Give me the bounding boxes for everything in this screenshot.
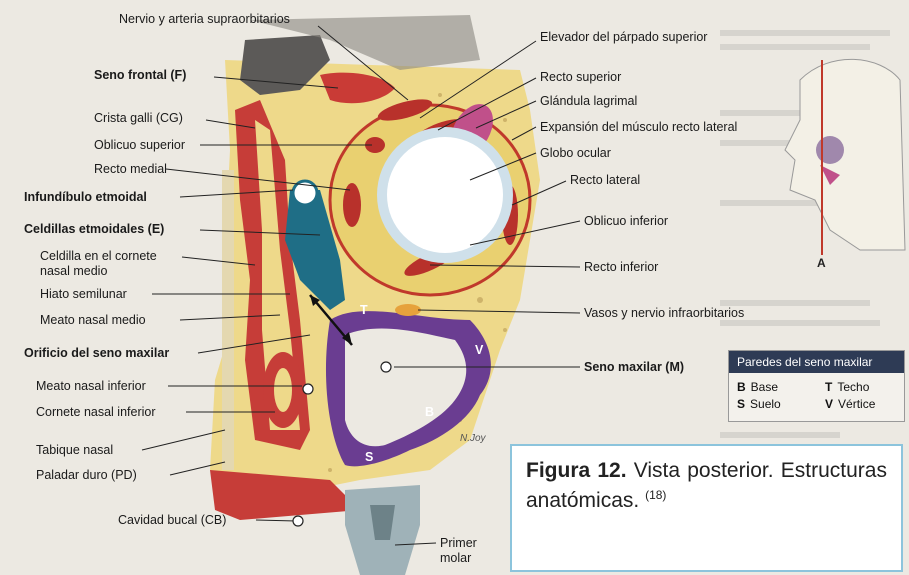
label-superior-rectus: Recto superior [540,70,621,84]
label-first-molar-1: Primer [440,536,477,550]
label-medial-rectus: Recto medial [94,162,167,176]
axis-label-a: A [817,256,826,270]
figure-caption: Figura 12. Vista posterior. Estructuras … [510,444,903,572]
label-inferior-rectus: Recto inferior [584,260,658,274]
label-supraorbital: Nervio y arteria supraorbitarios [119,12,290,26]
letter-v: V [475,343,483,357]
label-first-molar-2: molar [440,551,471,565]
caption-reference: (18) [645,488,666,502]
label-hard-palate: Paladar duro (PD) [36,468,137,482]
artist-signature: N.Joy [460,432,486,446]
label-superior-oblique: Oblicuo superior [94,138,185,152]
label-maxillary-ostium: Orificio del seno maxilar [24,346,169,360]
label-inferior-meatus: Meato nasal inferior [36,379,146,393]
label-ethmoid-cells: Celdillas etmoidales (E) [24,222,164,236]
label-lacrimal-gland: Glándula lagrimal [540,94,637,108]
label-maxillary-sinus: Seno maxilar (M) [584,360,684,374]
letter-s: S [365,450,373,464]
label-infraorbital: Vasos y nervio infraorbitarios [584,306,744,320]
label-eyeball: Globo ocular [540,146,611,160]
label-lateral-rectus: Recto lateral [570,173,640,187]
label-levator: Elevador del párpado superior [540,30,707,44]
label-oral-cavity: Cavidad bucal (CB) [118,513,226,527]
label-inferior-turbinate: Cornete nasal inferior [36,405,156,419]
caption-figure-number: Figura 12. [526,459,627,482]
letter-t: T [360,303,368,317]
label-turbinate-cell-2: nasal medio [40,264,107,278]
label-ethmoid-infundibulum: Infundíbulo etmoidal [24,190,147,204]
label-nasal-septum: Tabique nasal [36,443,113,457]
label-turbinate-cell-1: Celdilla en el cornete [40,249,157,263]
label-semilunar-hiatus: Hiato semilunar [40,287,127,301]
label-middle-meatus: Meato nasal medio [40,313,146,327]
label-lateral-expansion: Expansión del músculo recto lateral [540,120,737,134]
label-inferior-oblique: Oblicuo inferior [584,214,668,228]
legend-title: Paredes del seno maxilar [729,351,904,373]
letter-b: B [425,405,434,419]
label-crista-galli: Crista galli (CG) [94,111,183,125]
label-frontal-sinus: Seno frontal (F) [94,68,186,82]
